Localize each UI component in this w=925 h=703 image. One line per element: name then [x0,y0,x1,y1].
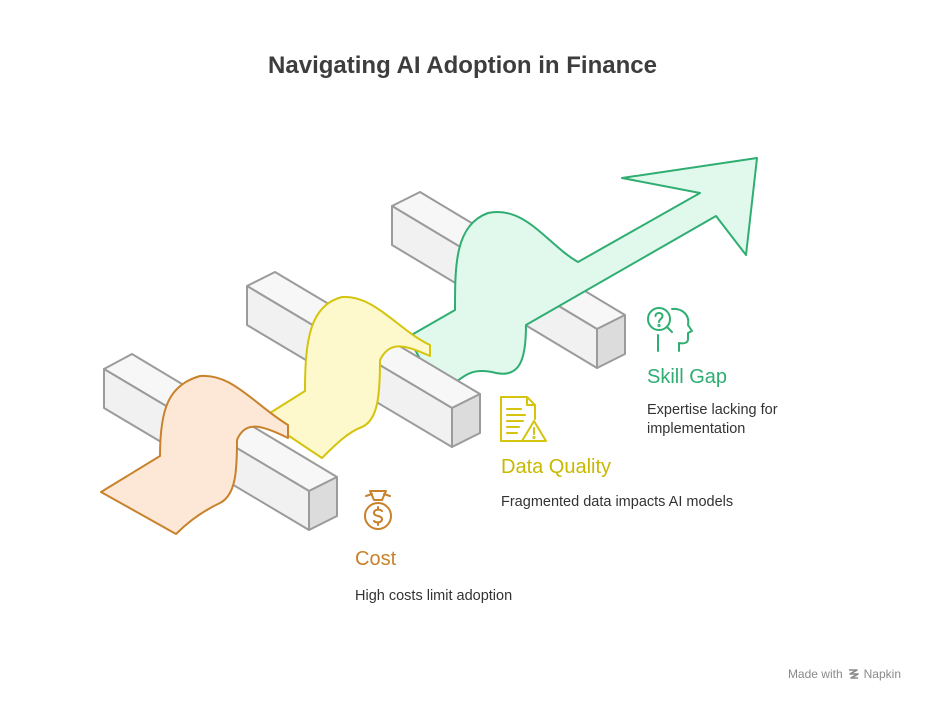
made-with-label: Made with [788,667,843,681]
napkin-brand-label: Napkin [864,667,901,681]
skill-gap-description: Expertise lacking for implementation [647,401,807,439]
made-with-footer: Made with Napkin [788,667,901,681]
data-quality-title: Data Quality [501,456,611,479]
napkin-logo-icon [848,668,859,680]
data-quality-description: Fragmented data impacts AI models [501,493,741,512]
skill-gap-title: Skill Gap [647,366,727,389]
document-warning-icon [497,395,549,447]
money-bag-icon [360,486,396,532]
cost-title: Cost [355,548,396,571]
cost-description: High costs limit adoption [355,587,595,606]
head-question-icon [644,305,694,355]
